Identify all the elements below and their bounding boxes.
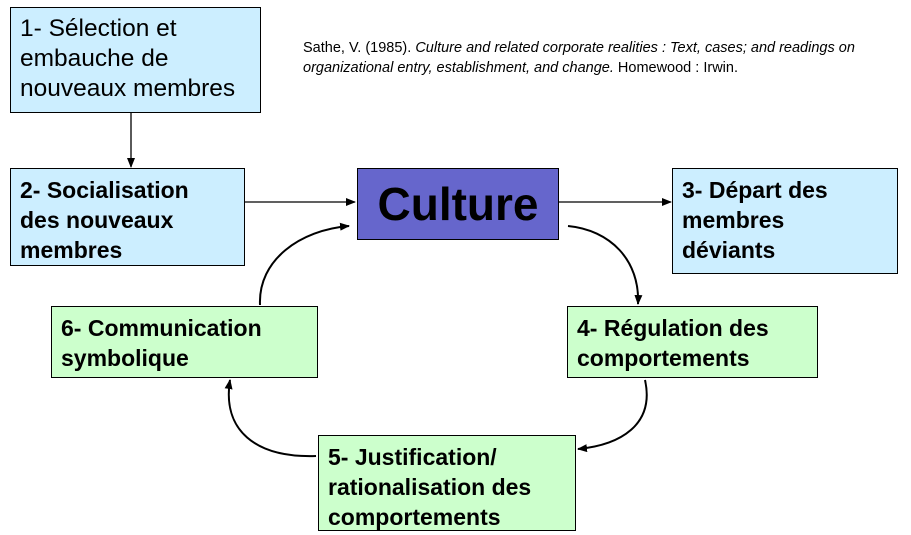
box-depart-membres: 3- Départ des membres déviants xyxy=(672,168,898,274)
arrow-box4-to-box5 xyxy=(577,379,648,453)
reference-publisher: Homewood : Irwin. xyxy=(617,60,738,76)
culture-label: Culture xyxy=(377,178,539,230)
reference-author: Sathe, V. (1985). xyxy=(303,40,412,56)
box4-line1: 4- Régulation des xyxy=(577,315,769,341)
box6-line2: symbolique xyxy=(61,345,189,371)
box5-line3: comportements xyxy=(328,504,501,530)
box5-line2: rationalisation des xyxy=(328,474,532,500)
arrow-culture-to-box4 xyxy=(567,225,643,305)
box2-line3: membres xyxy=(20,237,123,263)
reference-title: Culture and related corporate realities … xyxy=(303,40,855,76)
box2-line2: des nouveaux xyxy=(20,207,174,233)
box1-line1: 1- Sélection et xyxy=(20,15,177,42)
arrow-box5-to-box6 xyxy=(224,379,317,458)
box1-line3: nouveaux membres xyxy=(20,75,236,102)
box-selection-embauche: 1- Sélection et embauche de nouveaux mem… xyxy=(10,7,261,113)
reference-citation: Sathe, V. (1985). Culture and related co… xyxy=(303,38,878,78)
box-communication: 6- Communication symbolique xyxy=(51,306,318,378)
box1-line2: embauche de xyxy=(20,45,169,72)
box-regulation: 4- Régulation des comportements xyxy=(567,306,818,378)
culture-box: Culture xyxy=(357,168,559,240)
box-socialisation: 2- Socialisation des nouveaux membres xyxy=(10,168,245,266)
box3-line3: déviants xyxy=(682,237,776,263)
box2-line1: 2- Socialisation xyxy=(20,177,189,203)
arrow-box6-to-culture xyxy=(258,222,350,306)
box4-line2: comportements xyxy=(577,345,750,371)
box3-line1: 3- Départ des xyxy=(682,177,828,203)
box3-line2: membres xyxy=(682,207,785,233)
box-justification: 5- Justification/ rationalisation des co… xyxy=(318,435,576,531)
box6-line1: 6- Communication xyxy=(61,315,262,341)
box5-line1: 5- Justification/ xyxy=(328,444,497,470)
